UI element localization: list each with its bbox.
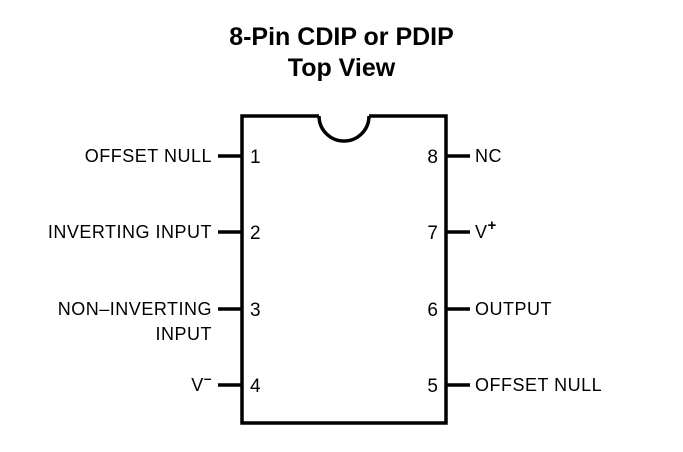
pin-4-label-base: V: [191, 375, 204, 395]
pin-7-label-superscript: +: [488, 217, 497, 234]
pin-6-label: OUTPUT: [475, 299, 552, 319]
pin-7-label: V+: [475, 217, 497, 242]
diagram-subtitle: Top View: [287, 54, 396, 82]
pin-6-number: 6: [427, 300, 438, 321]
pin-4-number: 4: [250, 376, 261, 397]
pin-8-number: 8: [427, 147, 438, 168]
pin-2-label: INVERTING INPUT: [48, 222, 212, 242]
pin-3-label-line2: INPUT: [156, 324, 213, 344]
pin-8-label: NC: [475, 146, 502, 166]
pin-5-label: OFFSET NULL: [475, 375, 602, 395]
pin-7-number: 7: [427, 223, 438, 244]
pin-7-label-base: V: [475, 222, 488, 242]
package-outline: [240, 114, 448, 425]
pin-2-number: 2: [250, 223, 261, 244]
pin-4-label: V–: [191, 370, 212, 395]
pin-3-label-line1: NON–INVERTING: [58, 299, 212, 319]
package-notch: [317, 115, 371, 143]
pin-3-number: 3: [250, 300, 261, 321]
pin-1-number: 1: [250, 147, 261, 168]
pin-1-label: OFFSET NULL: [85, 146, 212, 166]
pin-4-label-superscript: –: [204, 370, 212, 386]
diagram-title: 8-Pin CDIP or PDIP: [229, 23, 454, 51]
pin-5-number: 5: [427, 376, 438, 397]
